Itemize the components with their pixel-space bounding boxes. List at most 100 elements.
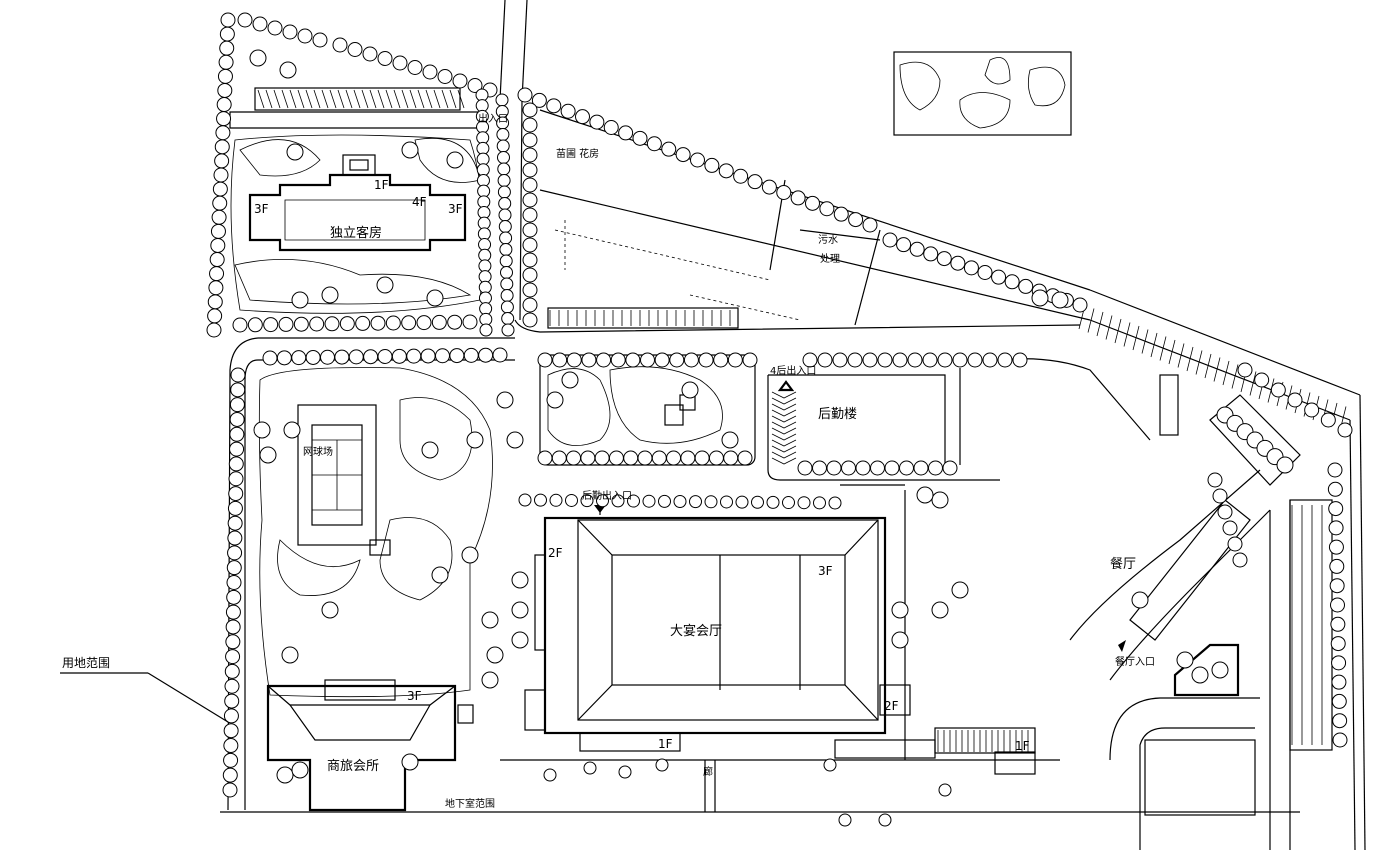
tree [640, 352, 655, 368]
guest-house-compound [229, 87, 484, 314]
chevron-mark [771, 415, 797, 423]
floor-banquet-1f: 1F [658, 737, 673, 751]
tree [813, 496, 826, 510]
tree [206, 322, 222, 338]
tree [565, 493, 578, 507]
tree [220, 12, 236, 28]
tree [463, 347, 479, 363]
tree [611, 494, 625, 508]
hatch-line [1159, 336, 1167, 361]
tree [363, 349, 379, 365]
chevron-mark [771, 445, 797, 453]
tree [977, 265, 993, 280]
tree [249, 49, 267, 67]
tennis-area [258, 367, 493, 698]
tree [213, 167, 229, 183]
tree [1327, 462, 1343, 478]
tree [537, 352, 553, 368]
tree [511, 631, 529, 649]
tree [1270, 382, 1286, 398]
hatch-line [457, 89, 465, 109]
hatch-line [1105, 315, 1113, 340]
tree [922, 352, 938, 368]
tree [334, 349, 350, 365]
hatch-line [321, 89, 329, 109]
tree [669, 352, 685, 368]
tree [207, 308, 223, 324]
tree [742, 352, 758, 368]
tree [534, 493, 547, 507]
tree [1237, 362, 1253, 378]
tree [291, 291, 309, 309]
tree [675, 147, 691, 163]
hatch-line [417, 89, 425, 109]
tree [991, 269, 1007, 285]
tree [1329, 578, 1345, 594]
tree [210, 237, 226, 253]
hatch-line [1168, 339, 1176, 365]
tree [646, 136, 662, 152]
tree [219, 40, 235, 56]
tree [259, 446, 277, 464]
tree [230, 367, 246, 383]
tree [481, 671, 499, 689]
tree [654, 352, 670, 368]
hatch-line [1186, 346, 1194, 372]
tree [938, 783, 952, 797]
label-sewage-1: 污水 [818, 234, 838, 246]
tree [546, 98, 562, 114]
hatch-line [1177, 343, 1185, 368]
tree [228, 471, 244, 487]
tree [963, 260, 979, 276]
tree [518, 493, 532, 507]
tree [281, 646, 299, 664]
tree [449, 348, 465, 364]
label-logistics-entrance: 后勤出入口 [582, 489, 632, 502]
hatch-line [1204, 353, 1212, 379]
tree [761, 179, 777, 195]
tree [680, 450, 696, 466]
tree [812, 460, 827, 476]
hatch-line [393, 89, 401, 109]
tree [661, 141, 677, 157]
tree [1328, 539, 1344, 555]
tree [802, 352, 818, 368]
tree [832, 352, 848, 368]
tree [362, 46, 378, 62]
tree [511, 601, 529, 619]
tree [224, 693, 240, 709]
tree [823, 758, 837, 772]
tree [552, 352, 568, 368]
tree [500, 277, 514, 291]
tree [217, 82, 233, 98]
tree [522, 117, 538, 133]
tree [478, 347, 494, 363]
tree [209, 252, 225, 268]
hatch-line [1195, 350, 1203, 375]
tree [522, 102, 538, 118]
chevron-mark [771, 397, 797, 405]
tree [580, 494, 594, 508]
tree [891, 601, 909, 619]
tree [681, 381, 699, 399]
tree [224, 678, 240, 694]
hatch-line [265, 89, 273, 109]
tree [907, 352, 923, 368]
tree [580, 450, 596, 466]
label-business-club: 商旅会所 [327, 759, 379, 774]
tree [522, 132, 538, 148]
hatch-line [1150, 332, 1158, 358]
tree [217, 68, 233, 84]
tree [1330, 616, 1346, 632]
tree [689, 495, 702, 509]
tree [1191, 666, 1209, 684]
tree [1332, 713, 1348, 729]
tree [276, 766, 294, 784]
tree [416, 315, 432, 331]
tree [377, 349, 393, 364]
tree [892, 352, 908, 368]
tree [447, 314, 463, 330]
tree [506, 431, 524, 449]
hatch-line [289, 89, 297, 109]
tree [291, 350, 307, 366]
